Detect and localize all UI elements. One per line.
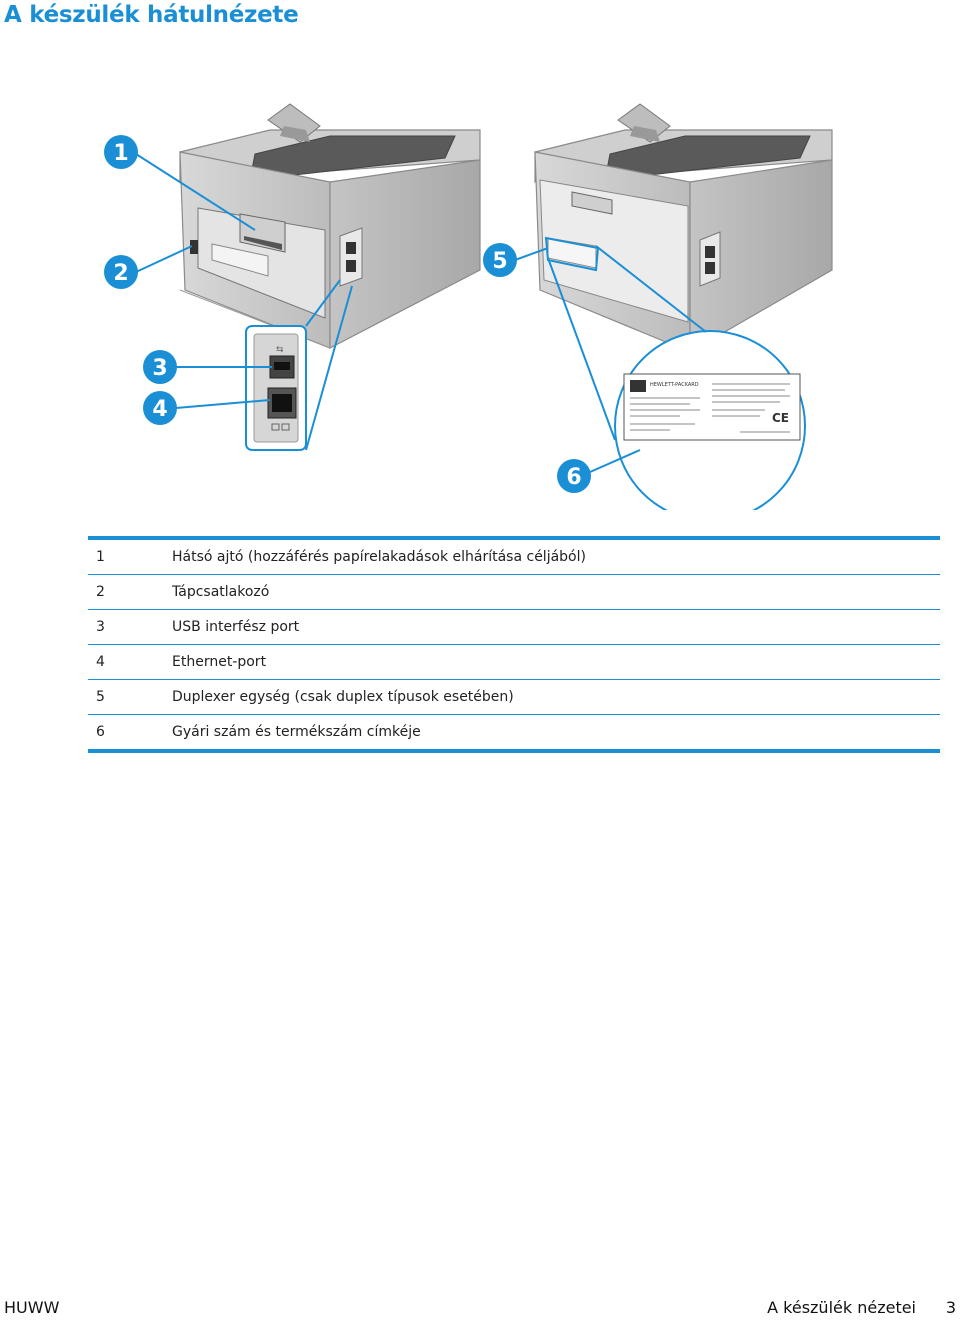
legend-description: Ethernet-port	[172, 654, 267, 670]
svg-text:6: 6	[566, 465, 581, 490]
printer-rear-view-figure: ⇆ HEWLETT-PACKARD CE	[0, 90, 960, 510]
legend-number: 6	[96, 724, 105, 740]
legend-row: 2 Tápcsatlakozó	[88, 575, 940, 610]
callout-4: 4	[143, 391, 177, 425]
footer-page-number: 3	[945, 1298, 956, 1317]
legend-number: 2	[96, 584, 105, 600]
callout-5: 5	[483, 243, 517, 277]
label-brand: HEWLETT-PACKARD	[650, 382, 699, 388]
svg-text:1: 1	[113, 141, 128, 166]
page-footer: HUWW A készülék nézetei 3	[0, 1298, 960, 1322]
svg-text:5: 5	[492, 249, 507, 274]
printer-illustration: ⇆ HEWLETT-PACKARD CE	[104, 103, 833, 510]
legend-description: Gyári szám és termékszám címkéje	[172, 724, 421, 740]
port-detail-zoom: ⇆	[245, 325, 307, 451]
legend-description: Duplexer egység (csak duplex típusok ese…	[172, 689, 514, 705]
callout-leader-lines	[135, 153, 707, 473]
footer-section-title: A készülék nézetei	[767, 1298, 916, 1317]
legend-number: 3	[96, 619, 105, 635]
legend-row: 5 Duplexer egység (csak duplex típusok e…	[88, 680, 940, 715]
svg-text:⇆: ⇆	[276, 345, 284, 355]
svg-text:3: 3	[152, 356, 167, 381]
footer-doc-code: HUWW	[4, 1298, 60, 1317]
callout-2: 2	[104, 255, 138, 289]
printer-left	[179, 103, 481, 349]
printer-right	[534, 103, 833, 354]
legend-row: 6 Gyári szám és termékszám címkéje	[88, 715, 940, 749]
legend-table: 1 Hátsó ajtó (hozzáférés papírelakadások…	[88, 536, 940, 753]
legend-description: Hátsó ajtó (hozzáférés papírelakadások e…	[172, 549, 586, 565]
page-title: A készülék hátulnézete	[4, 2, 299, 28]
legend-description: USB interfész port	[172, 619, 300, 635]
duplexer-label-highlight	[544, 236, 600, 272]
legend-description: Tápcsatlakozó	[172, 584, 270, 600]
legend-number: 1	[96, 549, 105, 565]
svg-text:2: 2	[113, 261, 128, 286]
legend-number: 5	[96, 689, 105, 705]
ce-mark: CE	[772, 411, 789, 425]
callout-3: 3	[143, 350, 177, 384]
callout-1: 1	[104, 135, 138, 169]
callout-6: 6	[557, 459, 591, 493]
svg-text:4: 4	[152, 397, 167, 422]
legend-number: 4	[96, 654, 105, 670]
legend-row: 1 Hátsó ajtó (hozzáférés papírelakadások…	[88, 540, 940, 575]
serial-label-zoom: HEWLETT-PACKARD CE	[614, 330, 806, 510]
legend-row: 4 Ethernet-port	[88, 645, 940, 680]
legend-row: 3 USB interfész port	[88, 610, 940, 645]
